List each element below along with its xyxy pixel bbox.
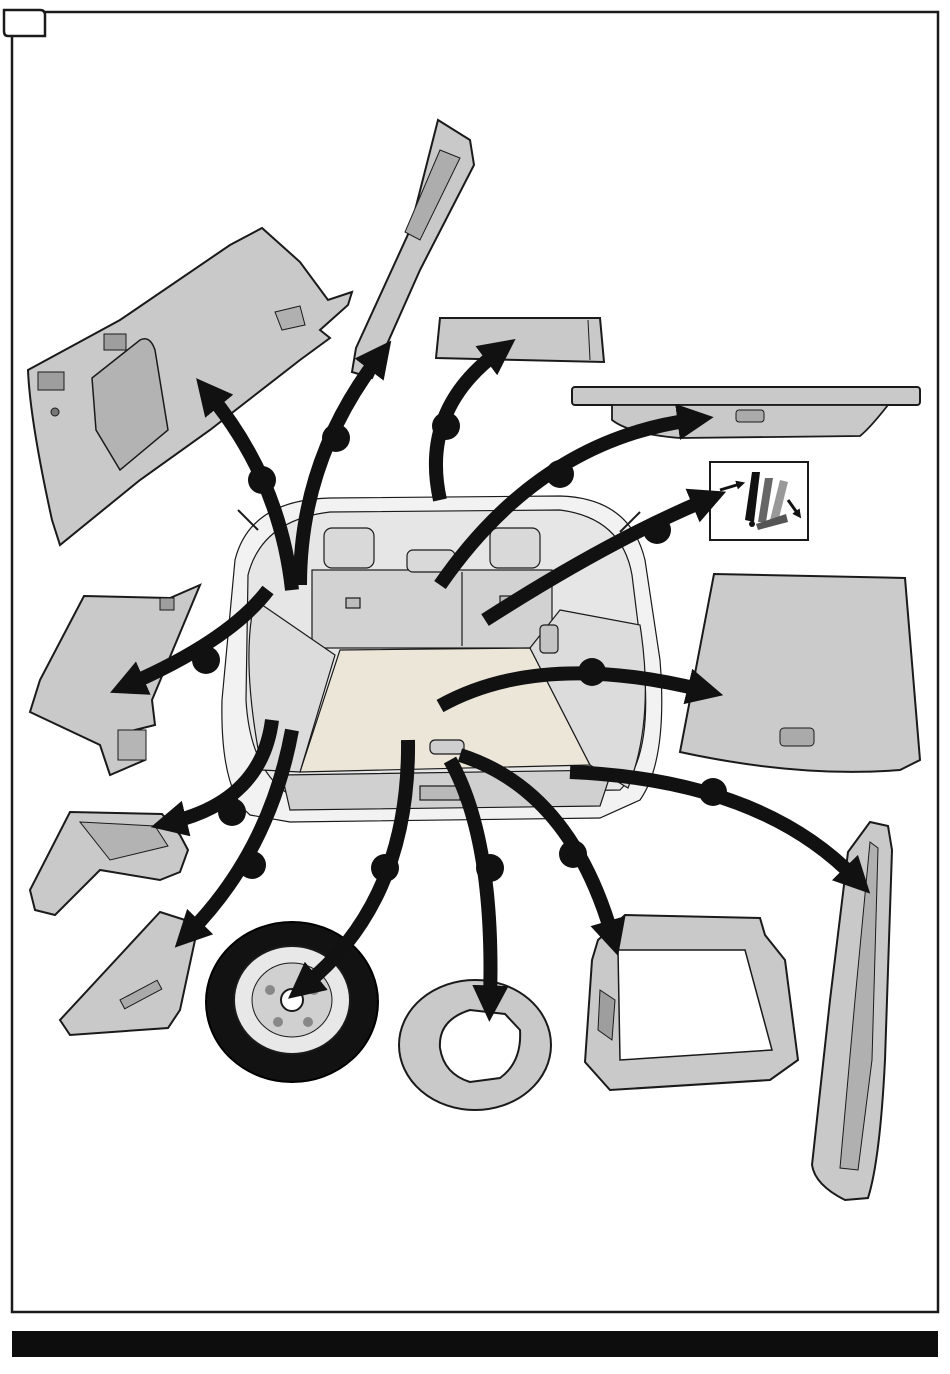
callout-dot: [559, 840, 587, 868]
callout-dot: [248, 466, 276, 494]
floor-storage-tray: [585, 915, 798, 1090]
lower-left-side-trim: [30, 585, 200, 775]
callout-dot: [699, 778, 727, 806]
left-lamp-trim: [60, 912, 195, 1035]
callout-dot: [322, 424, 350, 452]
rear-seat-fold-pictogram: [710, 462, 808, 540]
callout-dot: [546, 460, 574, 488]
rear-header-trim: [436, 318, 604, 362]
callout-dot: [578, 658, 606, 686]
bottom-bar: [12, 1331, 938, 1357]
callout-dot: [238, 851, 266, 879]
tyre-foam-insert: [399, 980, 551, 1110]
callout-dot: [192, 646, 220, 674]
left-rear-corner-trim: [30, 812, 188, 915]
callout-dot: [371, 854, 399, 882]
callout-dot: [432, 412, 460, 440]
cargo-floor-board: [680, 574, 920, 772]
step-number-box: [4, 10, 45, 36]
callout-dot: [476, 854, 504, 882]
callout-dot: [643, 516, 671, 544]
callout-dot: [218, 798, 246, 826]
